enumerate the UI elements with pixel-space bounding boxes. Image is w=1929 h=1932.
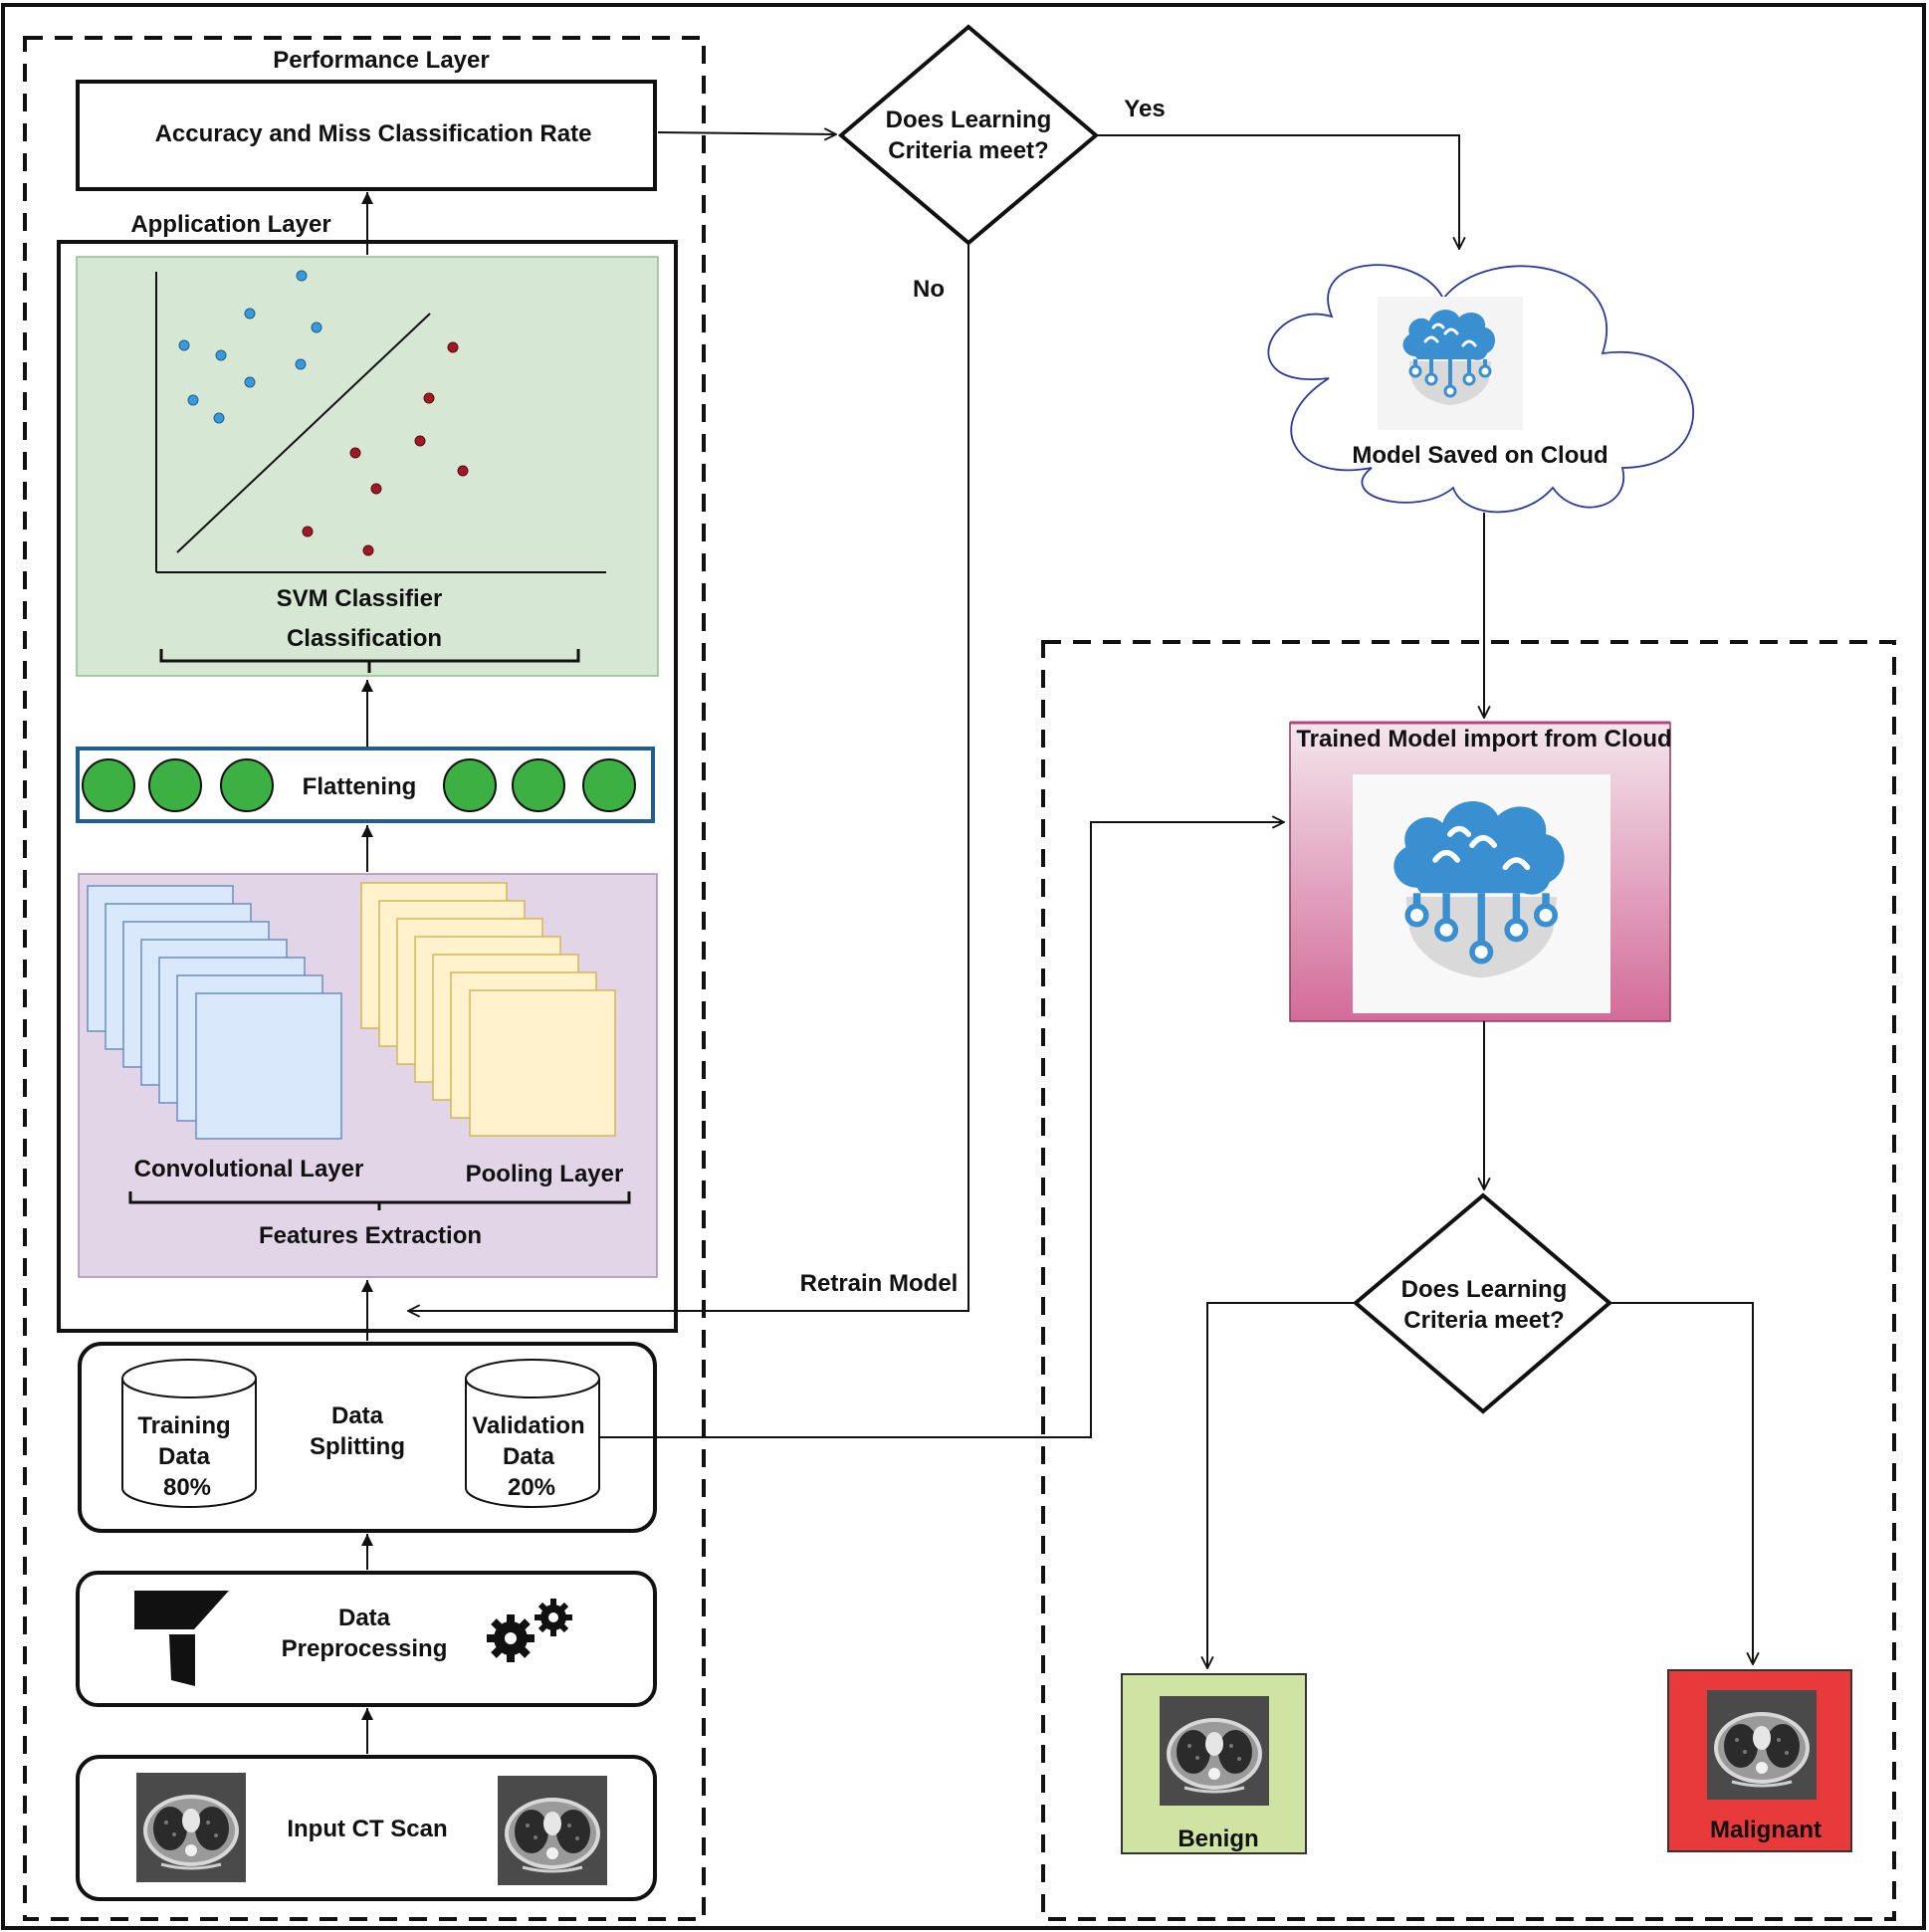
pool-layer-stack xyxy=(360,882,616,1137)
validation-data-cylinder xyxy=(465,1359,600,1508)
flatten-node xyxy=(148,758,202,812)
flatten-node xyxy=(82,758,135,812)
red-point xyxy=(447,341,459,353)
validation-data-line1: Validation xyxy=(472,1412,584,1439)
blue-point xyxy=(178,339,190,351)
deployment-region xyxy=(1041,640,1896,1921)
red-point xyxy=(362,544,374,556)
benign-ct-image xyxy=(1158,1694,1271,1808)
flatten-node xyxy=(220,758,274,812)
blue-point xyxy=(213,412,225,424)
features-bracket xyxy=(128,1191,631,1210)
svm-decision-boundary xyxy=(176,313,431,553)
left-pipeline-region xyxy=(23,36,706,1921)
red-point xyxy=(457,465,469,477)
training-data-line3: 80% xyxy=(163,1474,211,1501)
arrow-to-decision xyxy=(657,132,836,134)
svm-red-points xyxy=(302,341,469,556)
blue-point xyxy=(244,308,256,320)
performance-box xyxy=(76,80,657,191)
preprocessing-line1: Data xyxy=(338,1605,391,1631)
validation-data-line2: Data xyxy=(503,1443,555,1470)
svm-classifier-label: SVM Classifier xyxy=(277,585,443,612)
retrain-arrow xyxy=(408,243,969,1311)
retrain-label: Retrain Model xyxy=(800,1270,959,1297)
no-label: No xyxy=(913,276,945,303)
flatten-node xyxy=(582,758,636,812)
conv-layer-stack xyxy=(87,885,342,1140)
blue-point xyxy=(311,322,322,333)
yes-arrow xyxy=(1096,134,1459,249)
gears-icon xyxy=(487,1599,572,1662)
data-splitting-line1: Data xyxy=(331,1402,384,1429)
training-data-line1: Training xyxy=(137,1412,230,1439)
flatten-nodes xyxy=(82,758,636,812)
red-point xyxy=(423,392,435,404)
svm-blue-points xyxy=(178,270,322,424)
yes-label: Yes xyxy=(1124,96,1165,122)
funnel-icon xyxy=(134,1591,229,1686)
validation-to-import-arrow xyxy=(600,822,1284,1438)
blue-point xyxy=(215,349,227,361)
application-layer-title: Application Layer xyxy=(130,211,330,238)
features-extraction-label: Features Extraction xyxy=(259,1222,482,1249)
ct-scan-image-left xyxy=(134,1771,248,1884)
classification-bracket xyxy=(159,649,580,673)
flatten-node xyxy=(512,758,565,812)
malignant-label: Malignant xyxy=(1710,1817,1822,1843)
pool-layer-label: Pooling Layer xyxy=(466,1161,624,1187)
flatten-node xyxy=(443,758,497,812)
decision-top-line1: Does Learning xyxy=(886,107,1052,133)
input-ct-label: Input CT Scan xyxy=(287,1816,447,1842)
preprocessing-box xyxy=(76,1571,657,1707)
decision-bottom-line1: Does Learning xyxy=(1401,1276,1568,1303)
benign-label: Benign xyxy=(1178,1825,1258,1852)
blue-point xyxy=(296,270,308,282)
blue-point xyxy=(244,376,256,388)
decision-top-line2: Criteria meet? xyxy=(888,137,1048,164)
blue-point xyxy=(295,358,307,370)
svm-panel xyxy=(76,256,659,677)
data-splitting-line2: Splitting xyxy=(310,1433,405,1460)
red-point xyxy=(349,447,361,459)
cloud-label: Model Saved on Cloud xyxy=(1352,442,1608,469)
decision-top xyxy=(837,24,1100,246)
red-point xyxy=(414,435,426,447)
training-data-line2: Data xyxy=(158,1443,211,1470)
malignant-ct-image xyxy=(1705,1688,1819,1802)
benign-arrow xyxy=(1207,1302,1356,1668)
training-data-cylinder xyxy=(121,1359,257,1508)
red-point xyxy=(302,526,314,537)
performance-box-label: Accuracy and Miss Classification Rate xyxy=(155,120,592,147)
performance-layer-title: Performance Layer xyxy=(273,47,489,74)
outer-frame xyxy=(1,3,1926,1930)
decision-bottom-line2: Criteria meet? xyxy=(1403,1307,1564,1334)
validation-data-line3: 20% xyxy=(508,1474,555,1501)
preprocessing-line2: Preprocessing xyxy=(282,1635,448,1662)
malignant-arrow xyxy=(1609,1302,1753,1664)
import-label: Trained Model import from Cloud xyxy=(1296,726,1671,752)
decision-bottom xyxy=(1352,1192,1613,1414)
ct-scan-image-right xyxy=(496,1774,609,1887)
conv-layer-label: Convolutional Layer xyxy=(134,1156,364,1182)
blue-point xyxy=(187,394,199,406)
red-point xyxy=(370,483,382,495)
flattening-label: Flattening xyxy=(303,773,417,800)
classification-label: Classification xyxy=(287,625,442,652)
